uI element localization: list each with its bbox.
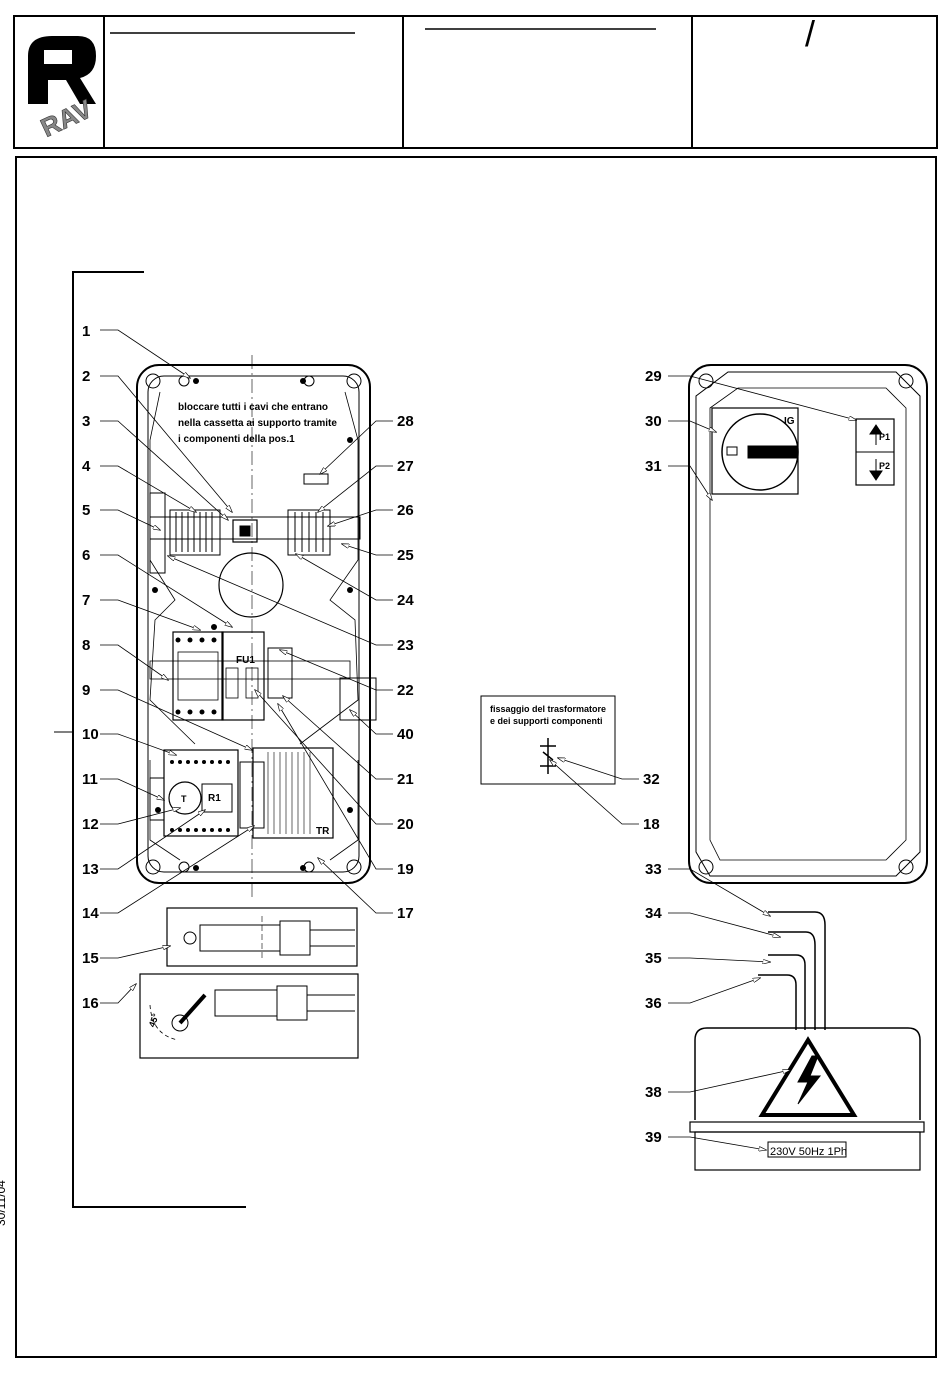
label-fu1: FU1	[236, 655, 255, 666]
label-p2: P2	[879, 461, 890, 471]
label-r1: R1	[208, 793, 221, 804]
callout-16: 16	[82, 995, 99, 1012]
label-tr: TR	[316, 826, 330, 837]
label-t: T	[181, 794, 187, 804]
control-box-open	[136, 355, 377, 900]
callout-31: 31	[645, 458, 662, 475]
detail-note-line-2: e dei supporti componenti	[490, 716, 603, 726]
callout-6: 6	[82, 547, 90, 564]
note-line-3: i componenti della pos.1	[178, 434, 295, 445]
callout-20: 20	[397, 816, 414, 833]
callout-5: 5	[82, 502, 90, 519]
callout-27: 27	[397, 458, 414, 475]
title-slash: /	[805, 13, 815, 54]
label-ig: IG	[784, 416, 795, 427]
callout-14: 14	[82, 905, 99, 922]
callout-21: 21	[397, 771, 414, 788]
limit-switch-straight	[166, 907, 358, 967]
note-line-1: bloccare tutti i cavi che entrano	[178, 402, 328, 413]
limit-switch-angled	[139, 973, 359, 1059]
section-bracket	[54, 271, 246, 1208]
callout-9: 9	[82, 682, 90, 699]
callout-15: 15	[82, 950, 99, 967]
date-stamp: 30/11/04	[0, 1180, 8, 1226]
leader-lines	[100, 329, 856, 1150]
callout-10: 10	[82, 726, 99, 743]
callout-17: 17	[397, 905, 414, 922]
callout-29: 29	[645, 368, 662, 385]
label-voltage: 230V 50Hz 1Ph	[770, 1146, 847, 1158]
terminal-dots	[152, 378, 353, 871]
callout-28: 28	[397, 413, 414, 430]
callout-38: 38	[645, 1084, 662, 1101]
callout-12: 12	[82, 816, 99, 833]
callout-11: 11	[82, 771, 98, 788]
callout-33: 33	[645, 861, 662, 878]
callout-22: 22	[397, 682, 414, 699]
callout-7: 7	[82, 592, 90, 609]
callout-8: 8	[82, 637, 90, 654]
callout-18: 18	[643, 816, 660, 833]
callout-40: 40	[397, 726, 414, 743]
callout-23: 23	[397, 637, 414, 654]
label-angle: 45°	[147, 1012, 161, 1029]
callout-19: 19	[397, 861, 414, 878]
callout-32: 32	[643, 771, 660, 788]
title-block	[13, 15, 938, 149]
callout-35: 35	[645, 950, 662, 967]
transformer-fixing-detail	[480, 695, 616, 785]
callout-34: 34	[645, 905, 662, 922]
note-line-2: nella cassetta ai supporto tramite	[178, 418, 337, 429]
callout-1: 1	[82, 323, 90, 340]
control-box-closed	[688, 364, 928, 1171]
callout-24: 24	[397, 592, 414, 609]
callout-2: 2	[82, 368, 90, 385]
rav-logo: RAV	[28, 36, 98, 143]
callout-3: 3	[82, 413, 90, 430]
callout-26: 26	[397, 502, 414, 519]
drawing-frame	[15, 156, 937, 1358]
detail-note-line-1: fissaggio del trasformatore	[490, 704, 606, 714]
callouts: 1 2 3 4 5 6 7 8 9 10 11 12 13 14 15 16 2…	[82, 323, 662, 1146]
callout-25: 25	[397, 547, 414, 564]
callout-30: 30	[645, 413, 662, 430]
callout-36: 36	[645, 995, 662, 1012]
label-p1: P1	[879, 432, 890, 442]
callout-13: 13	[82, 861, 99, 878]
callout-4: 4	[82, 458, 91, 475]
callout-39: 39	[645, 1129, 662, 1146]
